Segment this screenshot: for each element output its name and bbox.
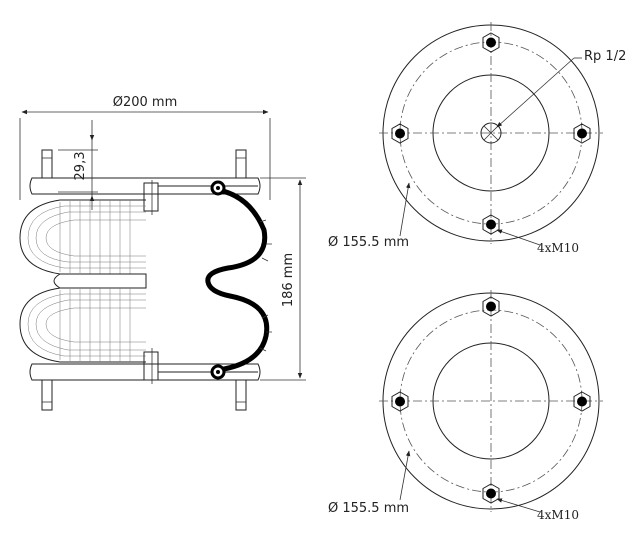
upper-convolution	[19, 199, 146, 275]
width-dimension: Ø200 mm	[19, 95, 271, 200]
lower-convolution	[19, 287, 146, 363]
bolt-hole-bottom-e	[573, 391, 591, 412]
air-port	[480, 122, 502, 144]
top-right-stud	[235, 149, 247, 179]
bolt-dimension-label: 29,3	[73, 152, 88, 181]
top-bolt-label: 4xM10	[537, 241, 579, 255]
bolt-hole-bottom-w	[391, 391, 409, 412]
bellow-section	[205, 180, 272, 380]
bottom-left-stud	[41, 379, 53, 411]
bolt-hole-bottom-s	[482, 483, 500, 504]
top-left-stud	[41, 149, 53, 179]
bottom-bolt-label: 4xM10	[537, 508, 579, 522]
height-dimension: 186 mm	[260, 177, 306, 381]
bolt-hole-top-e	[573, 123, 591, 144]
top-bead-plate	[29, 177, 261, 195]
top-plate-view: Rp 1/2 4xM10 Ø 155.5 mm	[328, 22, 626, 255]
height-dimension-label: 186 mm	[281, 253, 296, 307]
bolt-dimension: 29,3	[58, 120, 98, 210]
girdle-ring	[53, 273, 147, 289]
bottom-right-stud	[235, 379, 247, 411]
top-bolt-circle-label: Ø 155.5 mm	[328, 235, 409, 250]
width-dimension-label: Ø200 mm	[113, 95, 178, 110]
bottom-bolt-circle-label: Ø 155.5 mm	[328, 501, 409, 516]
port-thread-label: Rp 1/2	[584, 49, 626, 64]
side-view: Ø200 mm 29,3	[19, 95, 306, 411]
bolt-hole-bottom-n	[482, 296, 500, 317]
bolt-hole-top-n	[482, 32, 500, 53]
bolt-hole-top-w	[391, 123, 409, 144]
bolt-hole-top-s	[482, 214, 500, 235]
bottom-bead-plate	[29, 363, 261, 381]
bottom-plate-view: 4xM10 Ø 155.5 mm	[328, 290, 603, 522]
